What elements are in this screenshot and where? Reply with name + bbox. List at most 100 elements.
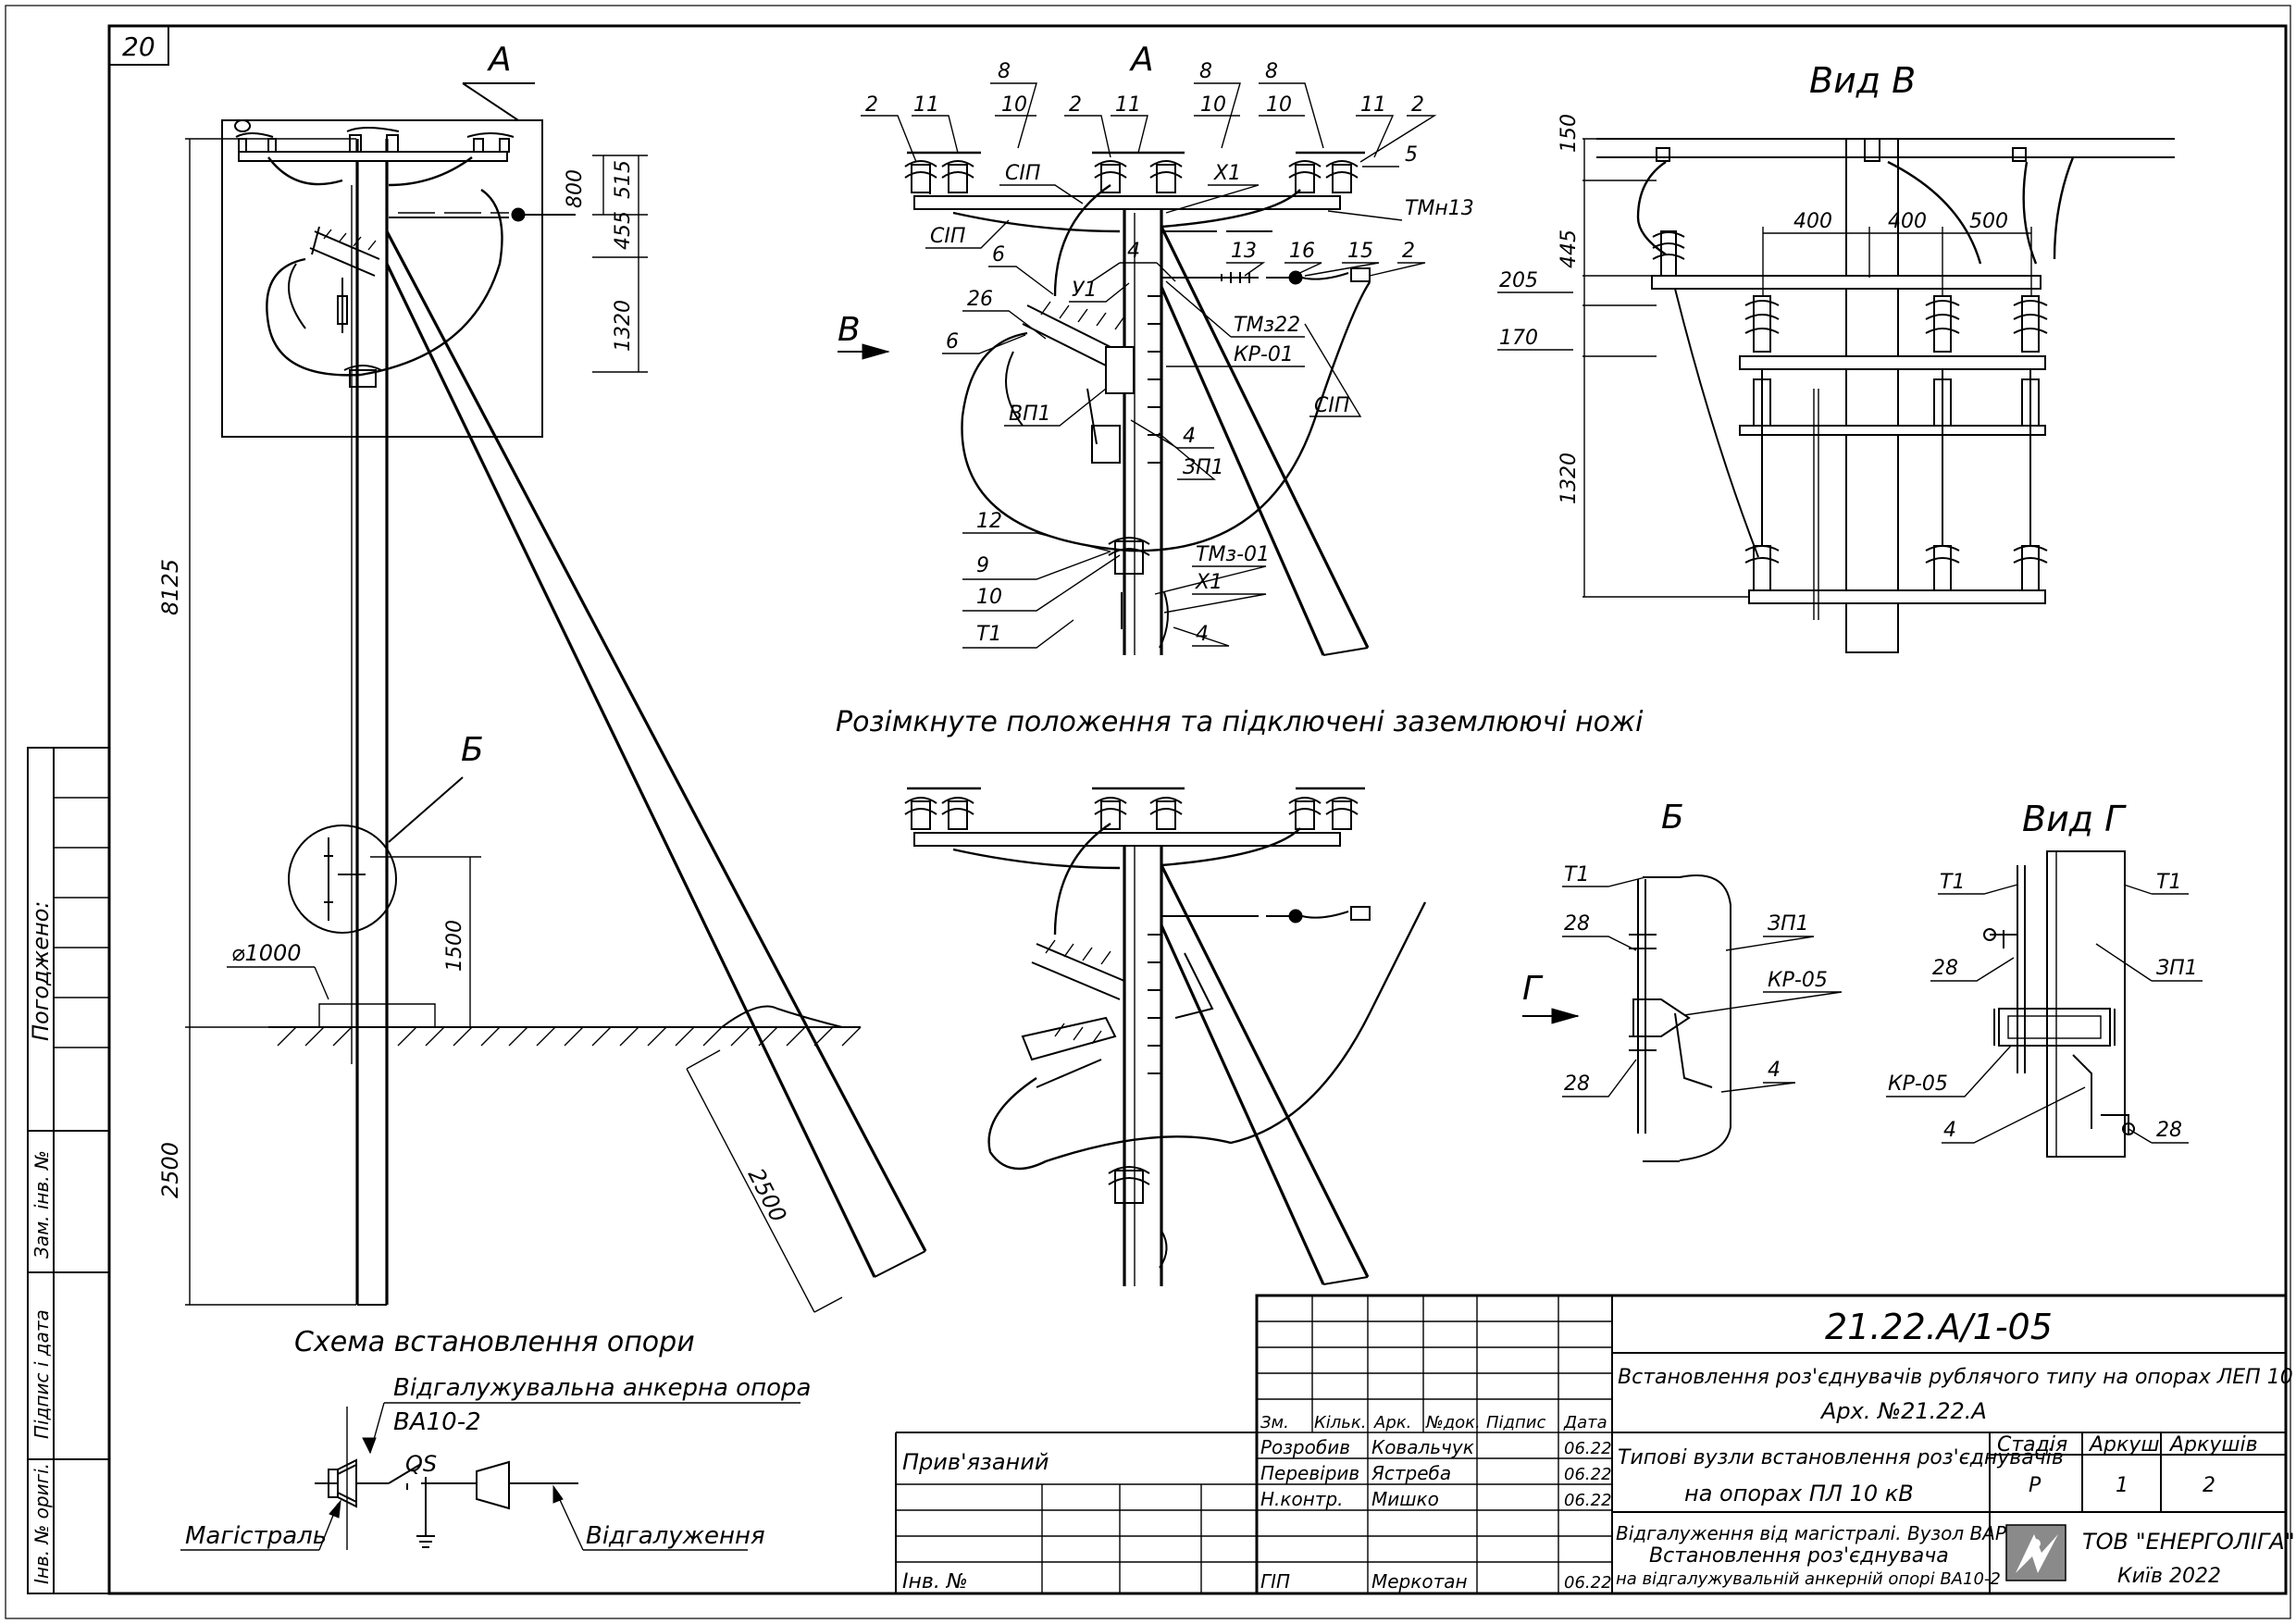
- date-4: 06.22: [1564, 1573, 1612, 1593]
- callout-a-8a: 8: [998, 60, 1011, 83]
- scheme-branch: Відгалуження: [586, 1522, 765, 1550]
- drawing-title-1: Відгалуження від магістралі. Вузол ВАР-1…: [1616, 1522, 2030, 1544]
- callout-a-10b: 10: [1200, 93, 1226, 117]
- title-block: 21.22.А/1-05 Встановлення роз'єднувачів …: [895, 1294, 2296, 1595]
- callout-sip-3: СІП: [1314, 394, 1349, 417]
- date-3: 06.22: [1564, 1491, 1612, 1510]
- dim-strut-2500: 2500: [743, 1164, 792, 1226]
- callout-kr01: КР-01: [1234, 343, 1294, 366]
- callout-4b: 4: [1183, 425, 1196, 448]
- callout-a-8b: 8: [1199, 60, 1212, 83]
- arrow-b-label: В: [838, 311, 861, 349]
- company-name: ТОВ "ЕНЕРГОЛІГА": [2082, 1529, 2295, 1555]
- stamp-orig-inv: Інв. № оригі.: [31, 1463, 53, 1584]
- outer-border: [5, 5, 2291, 1619]
- callout-a-10a: 10: [1001, 93, 1027, 117]
- name-2: Ястреба: [1371, 1462, 1451, 1484]
- callout-a-2b: 2: [1069, 93, 1082, 117]
- pole-installation-view: А: [157, 41, 927, 1313]
- callout-b-28b: 28: [1564, 1072, 1590, 1096]
- stamp-agreed: Погоджено:: [28, 901, 54, 1041]
- company-logo-icon: [2005, 1524, 2066, 1581]
- callout-b-t1: Т1: [1564, 863, 1589, 886]
- hdr-kilk: Кільк.: [1314, 1413, 1367, 1432]
- callout-a-8c: 8: [1265, 60, 1278, 83]
- callout-16: 16: [1289, 240, 1315, 263]
- callout-26: 26: [967, 288, 993, 311]
- scheme-main-line: Магістраль: [185, 1522, 327, 1550]
- callout-b-zp1: ЗП1: [1768, 912, 1809, 936]
- detail-b-view: Б Т1 28 ЗП1 КР-05 28 4 Г: [1522, 799, 1843, 1162]
- callout-10d: 10: [976, 586, 1002, 609]
- dim-1320-left: 1320: [612, 300, 635, 352]
- dim-v-500: 500: [1969, 210, 2008, 233]
- callout-u1: У1: [1072, 279, 1097, 302]
- detail-b-circle: [288, 824, 397, 934]
- view-g-title: Вид Г: [2022, 799, 2127, 839]
- dim-800: 800: [564, 169, 587, 208]
- project-title: Встановлення роз'єднувачів рублячого тип…: [1618, 1366, 2296, 1389]
- dim-v-170: 170: [1499, 327, 1538, 350]
- name-4: Меркотан: [1371, 1570, 1468, 1593]
- drawing-title-2: Встановлення роз'єднувача: [1649, 1544, 1949, 1568]
- attached-label: Прив'язаний: [902, 1449, 1049, 1475]
- callout-a-10c: 10: [1266, 93, 1292, 117]
- callout-a-11a: 11: [913, 93, 939, 117]
- scheme-pole-type-label: Відгалужувальна анкерна опора: [393, 1374, 811, 1402]
- role-3: Н.контр.: [1260, 1488, 1344, 1510]
- dim-515: 515: [612, 160, 635, 199]
- hdr-data: Дата: [1563, 1413, 1607, 1432]
- view-g: Вид Г Т1 Т1 28 ЗП1 КР-05 4 28: [1886, 799, 2203, 1158]
- dim-v-1320: 1320: [1558, 452, 1581, 504]
- role-2: Перевірив: [1260, 1462, 1359, 1484]
- callout-g-kr05: КР-05: [1888, 1072, 1948, 1096]
- callout-b-28a: 28: [1564, 912, 1590, 936]
- date-2: 06.22: [1564, 1465, 1612, 1484]
- stage-value: Р: [2029, 1474, 2042, 1497]
- callout-zp1: ЗП1: [1183, 456, 1224, 479]
- detail-a-view: А: [838, 41, 1474, 656]
- callout-6a: 6: [992, 243, 1005, 267]
- detail-a-box: [221, 119, 543, 438]
- scheme-title: Схема встановлення опори: [294, 1326, 695, 1358]
- detail-b-title: Б: [1661, 799, 1684, 837]
- callout-tmz22: ТМз22: [1234, 314, 1300, 337]
- callout-g-t1b: Т1: [2156, 871, 2181, 894]
- dim-455: 455: [612, 211, 635, 250]
- view-a-label: А: [487, 41, 512, 79]
- sheet-title-1: Типові вузли встановлення роз'єднувачів: [1618, 1446, 2064, 1469]
- callout-a-2c: 2: [1411, 93, 1424, 117]
- callout-6b: 6: [946, 330, 959, 353]
- role-1: Розробив: [1260, 1436, 1350, 1458]
- callout-t1-a: Т1: [976, 623, 1001, 646]
- callout-tmn13: ТМн13: [1405, 197, 1474, 220]
- callout-a-2a: 2: [865, 93, 878, 117]
- callout-g-4: 4: [1943, 1119, 1956, 1142]
- hdr-zm: Зм.: [1260, 1413, 1289, 1432]
- dim-2500: 2500: [157, 1142, 183, 1198]
- city-year: Київ 2022: [2117, 1565, 2221, 1588]
- callout-4c: 4: [1196, 623, 1209, 646]
- sheets-value: 2: [2203, 1474, 2215, 1497]
- view-b-label-left: Б: [461, 731, 484, 769]
- hdr-ark: Арк.: [1373, 1413, 1411, 1432]
- callout-vp1: ВП1: [1009, 403, 1051, 426]
- role-4: ГІП: [1260, 1570, 1290, 1593]
- dim-v-150: 150: [1558, 114, 1581, 153]
- name-1: Ковальчук: [1371, 1436, 1474, 1458]
- callout-x1-a: Х1: [1213, 162, 1241, 185]
- callout-sip-1: СІП: [1005, 162, 1040, 185]
- sheet-title-2: на опорах ПЛ 10 кВ: [1684, 1481, 1914, 1506]
- inv-no-label: Інв. №: [902, 1570, 968, 1593]
- sheet-number: 20: [122, 31, 155, 62]
- callout-12: 12: [976, 510, 1002, 533]
- callout-b-kr05: КР-05: [1768, 969, 1828, 992]
- callout-g-t1a: Т1: [1940, 871, 1965, 894]
- sheet-label: Аркуш: [2088, 1433, 2159, 1457]
- doc-code: 21.22.А/1-05: [1825, 1307, 2053, 1347]
- callout-sip-2: СІП: [930, 225, 965, 248]
- detail-a-title: А: [1129, 41, 1154, 79]
- callout-tmz01: ТМз-01: [1196, 543, 1270, 566]
- dim-v-400b: 400: [1888, 210, 1927, 233]
